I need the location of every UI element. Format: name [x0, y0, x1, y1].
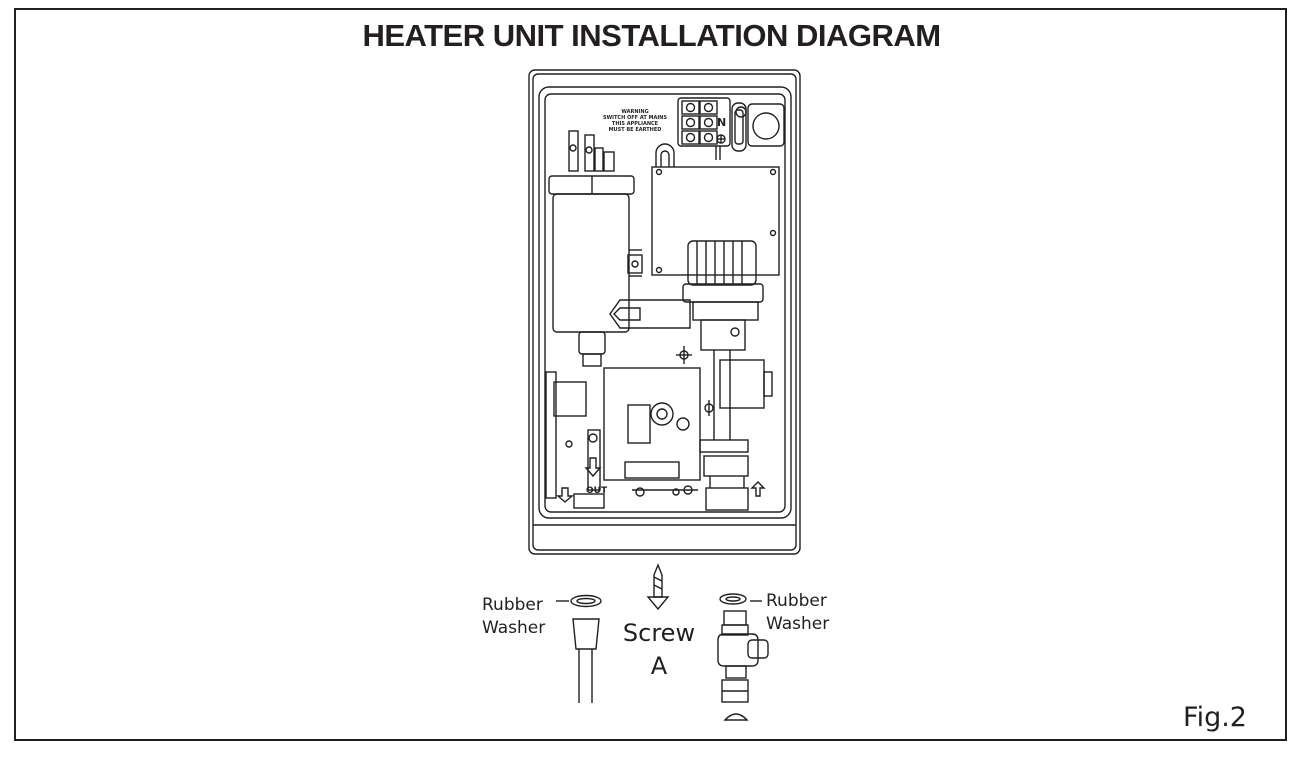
warning-line-2: SWITCH OFF AT MAINS [603, 115, 667, 121]
left-washer-label: Rubber Washer [482, 594, 545, 640]
warning-label: WARNING SWITCH OFF AT MAINS THIS APPLIAN… [603, 109, 667, 133]
screw-a [646, 563, 670, 611]
lower-controls [603, 346, 749, 511]
heater-casing [528, 69, 801, 555]
inlet-valve-and-washer [717, 593, 769, 721]
warning-line-1: WARNING [621, 109, 648, 115]
heating-tank [548, 130, 643, 367]
screw-label-line2: A [650, 652, 668, 680]
diagram-title: HEATER UNIT INSTALLATION DIAGRAM [362, 18, 941, 53]
warning-line-3: THIS APPLIANCE [612, 121, 659, 127]
outlet-label: OUT [586, 486, 608, 496]
flow-regulator [609, 240, 773, 440]
outlet-assembly: OUT [545, 371, 766, 509]
left-washer-label-line1: Rubber [482, 595, 543, 615]
diagram-frame [14, 8, 1287, 741]
figure-label: Fig.2 [1183, 702, 1247, 733]
left-washer-label-line2: Washer [482, 618, 546, 638]
screw-a-label: Screw A [619, 617, 699, 683]
warning-line-4: MUST BE EARTHED [609, 127, 662, 133]
right-washer-label-line1: Rubber [766, 591, 827, 611]
neutral-terminal-label: N [717, 116, 726, 129]
outlet-hose-and-washer [556, 594, 602, 703]
right-washer-label-line2: Washer [766, 614, 830, 634]
right-washer-label: Rubber Washer [766, 590, 829, 636]
terminal-block: N [677, 97, 785, 152]
screw-label-line1: Screw [622, 619, 696, 647]
